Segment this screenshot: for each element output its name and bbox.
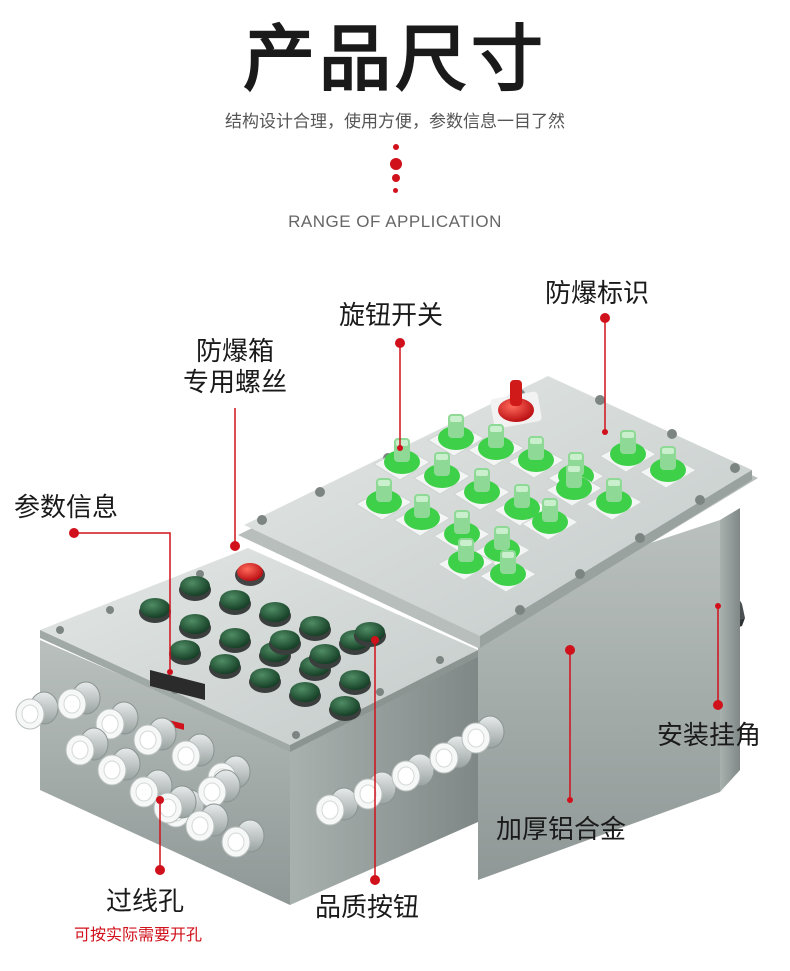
cable-gland — [221, 819, 265, 858]
main-switch — [490, 380, 542, 429]
product-illustration — [15, 313, 758, 905]
green-button — [309, 644, 341, 669]
green-button — [339, 670, 371, 695]
green-button — [179, 576, 211, 601]
decor-dots — [386, 140, 406, 200]
green-button — [139, 598, 171, 623]
knob-switch — [392, 494, 452, 537]
green-button — [249, 668, 281, 693]
knob-switch — [638, 446, 698, 489]
cable-gland — [391, 753, 435, 792]
cable-gland — [461, 715, 505, 754]
label-screw-line1: 防爆箱 — [195, 337, 274, 367]
page-title: 产品尺寸 — [242, 17, 547, 101]
label-screw-line2: 专用螺丝 — [182, 368, 287, 398]
cable-gland — [171, 733, 215, 772]
callouts — [74, 318, 719, 880]
knob-switch — [492, 484, 552, 527]
cable-gland — [197, 769, 241, 808]
page-subtitle: 结构设计合理，使用方便，参数信息一目了然 — [225, 112, 565, 132]
nameplate — [150, 670, 205, 730]
green-button — [299, 616, 331, 641]
dot — [392, 174, 400, 182]
knob-switch — [544, 464, 604, 507]
knob-switch — [584, 478, 644, 521]
knob-switch — [436, 538, 496, 581]
label-cable-hole-note: 可按实际需要开孔 — [74, 925, 203, 944]
cable-gland — [95, 701, 139, 740]
green-button — [269, 630, 301, 655]
dot — [393, 188, 398, 193]
green-button — [209, 654, 241, 679]
knob-switch — [478, 550, 538, 593]
cable-gland — [97, 747, 141, 786]
green-button — [259, 602, 291, 627]
callout-dots — [69, 313, 723, 885]
knob-switch — [354, 478, 414, 521]
dot — [393, 144, 399, 150]
knob-switch — [412, 452, 472, 495]
label-parameters: 参数信息 — [14, 493, 119, 523]
green-button — [219, 628, 251, 653]
knob-switch — [598, 430, 658, 473]
green-button — [329, 696, 361, 721]
indicator-buttons — [139, 576, 386, 721]
english-subheading: RANGE OF APPLICATION — [288, 212, 502, 231]
knob-switch — [520, 498, 580, 541]
label-aluminum: 加厚铝合金 — [496, 815, 627, 845]
label-quality-button: 品质按钮 — [315, 893, 420, 923]
cable-gland — [57, 681, 101, 720]
knob-switch — [452, 468, 512, 511]
green-button — [289, 682, 321, 707]
knob-switches — [354, 414, 698, 593]
label-mount-corner: 安装挂角 — [657, 721, 762, 751]
cable-gland — [185, 803, 229, 842]
cable-gland — [133, 717, 177, 756]
green-button — [219, 590, 251, 615]
knob-switch — [426, 414, 486, 457]
label-explosion-mark: 防爆标识 — [545, 279, 650, 309]
green-button — [179, 614, 211, 639]
label-cable-hole: 过线孔 — [106, 887, 185, 917]
cable-glands — [15, 681, 505, 858]
knob-switch — [506, 436, 566, 479]
label-knob-switch: 旋钮开关 — [339, 301, 444, 331]
cable-gland — [15, 691, 59, 730]
dot — [390, 158, 402, 170]
cable-gland — [65, 727, 109, 766]
green-button — [354, 622, 386, 647]
green-button — [169, 640, 201, 665]
red-indicator — [235, 563, 265, 586]
cable-gland — [315, 787, 359, 826]
knob-switch — [432, 510, 492, 553]
knob-switch — [466, 424, 526, 467]
cable-gland — [429, 735, 473, 774]
